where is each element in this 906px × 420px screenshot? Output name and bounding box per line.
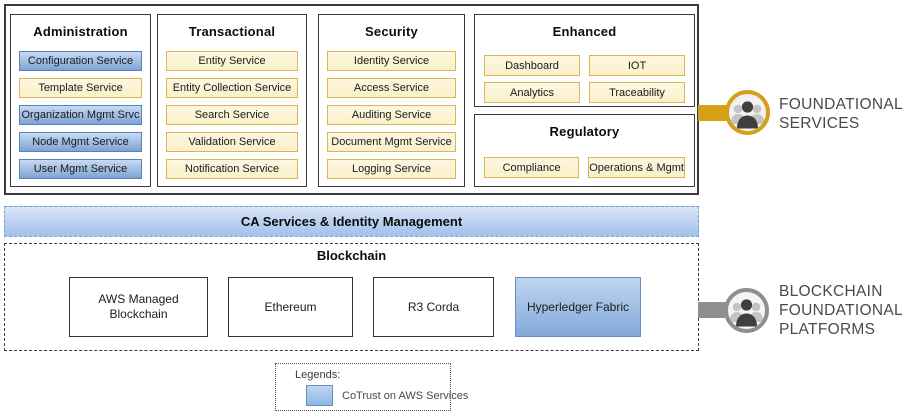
platform-hyperledger-fabric: Hyperledger Fabric [515, 277, 641, 337]
service-box-logging-service: Logging Service [327, 159, 456, 179]
panel-administration: Administration Configuration Service Tem… [10, 14, 151, 187]
service-box-document-mgmt-service: Document Mgmt Service [327, 132, 456, 152]
platform-aws-managed-blockchain: AWS Managed Blockchain [69, 277, 208, 337]
people-group-icon-svg [725, 90, 770, 135]
panel-security: Security Identity Service Access Service… [318, 14, 465, 187]
foundational-services-label-line1: FOUNDATIONAL [779, 96, 903, 113]
service-box-identity-service: Identity Service [327, 51, 456, 71]
service-box-search-service: Search Service [166, 105, 298, 125]
panel-regulatory: Regulatory Compliance Operations & Mgmt [474, 114, 695, 187]
service-box-traceability: Traceability [589, 82, 685, 103]
panel-transactional-items: Entity Service Entity Collection Service… [158, 47, 306, 179]
panel-enhanced: Enhanced Dashboard IOT Analytics Traceab… [474, 14, 695, 107]
service-box-validation-service: Validation Service [166, 132, 298, 152]
service-box-user-mgmt-service: User Mgmt Service [19, 159, 142, 179]
blockchain-title: Blockchain [316, 248, 387, 263]
service-box-configuration-service: Configuration Service [19, 51, 142, 71]
ca-services-identity-management-bar: CA Services & Identity Management [4, 206, 699, 237]
platform-r3-corda: R3 Corda [373, 277, 494, 337]
panel-regulatory-title: Regulatory [549, 123, 620, 139]
blockchain-platforms-label-line2: FOUNDATIONAL [779, 302, 903, 319]
service-box-analytics: Analytics [484, 82, 580, 103]
service-box-entity-service: Entity Service [166, 51, 298, 71]
service-box-node-mgmt-service: Node Mgmt Service [19, 132, 142, 152]
people-group-icon [724, 89, 771, 136]
foundational-services-label-line2: SERVICES [779, 115, 860, 132]
gold-connector [698, 105, 727, 121]
blockchain-platforms-label-line3: PLATFORMS [779, 321, 876, 338]
legend-box: Legends: CoTrust on AWS Services [275, 363, 468, 411]
service-box-access-service: Access Service [327, 78, 456, 98]
gray-connector [698, 302, 727, 318]
blockchain-container: Blockchain AWS Managed Blockchain Ethere… [4, 243, 699, 351]
service-box-notification-service: Notification Service [166, 159, 298, 179]
service-box-operations-mgmt: Operations & Mgmt [588, 157, 685, 178]
panel-transactional: Transactional Entity Service Entity Coll… [157, 14, 307, 187]
panel-enhanced-title: Enhanced [552, 23, 617, 39]
service-box-organization-mgmt-srvc: Organization Mgmt Srvc [19, 105, 142, 125]
panel-transactional-title: Transactional [188, 23, 276, 39]
legend-entry-label: CoTrust on AWS Services [342, 390, 469, 402]
people-group-icon [723, 287, 770, 334]
service-box-template-service: Template Service [19, 78, 142, 98]
service-box-compliance: Compliance [484, 157, 580, 178]
panel-security-items: Identity Service Access Service Auditing… [319, 47, 464, 179]
panel-regulatory-items: Compliance Operations & Mgmt [475, 147, 694, 178]
people-group-icon-svg [724, 288, 769, 333]
foundational-services-label: FOUNDATIONAL SERVICES [779, 95, 903, 133]
platform-ethereum: Ethereum [228, 277, 353, 337]
legend-title: Legends: [295, 369, 341, 381]
service-box-auditing-service: Auditing Service [327, 105, 456, 125]
service-box-entity-collection-service: Entity Collection Service [166, 78, 298, 98]
blockchain-platforms-label-line1: BLOCKCHAIN [779, 283, 883, 300]
panel-administration-items: Configuration Service Template Service O… [11, 47, 150, 179]
panel-security-title: Security [365, 23, 418, 39]
legend-blue-swatch [306, 385, 333, 406]
blockchain-foundational-platforms-label: BLOCKCHAIN FOUNDATIONAL PLATFORMS [779, 282, 903, 339]
panel-administration-title: Administration [33, 23, 128, 39]
panel-enhanced-items: Dashboard IOT Analytics Traceability [475, 47, 694, 103]
service-box-dashboard: Dashboard [484, 55, 580, 76]
service-box-iot: IOT [589, 55, 685, 76]
